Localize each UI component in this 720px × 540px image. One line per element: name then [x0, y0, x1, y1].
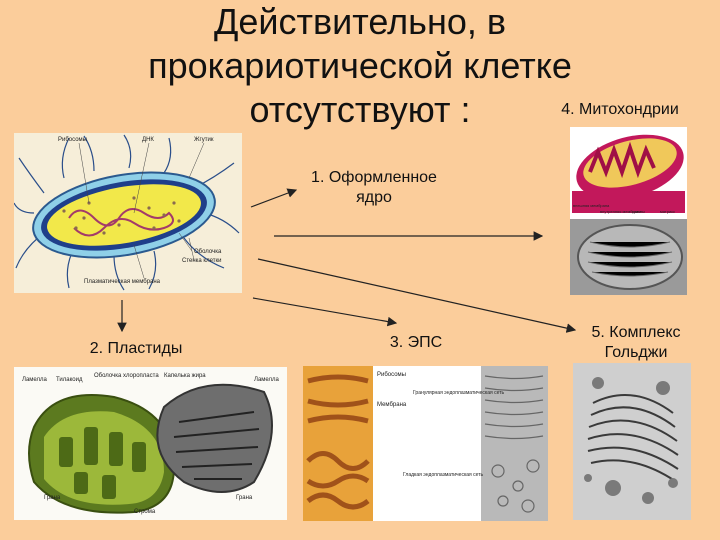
- arrow-to-golgi: [257, 258, 577, 333]
- label-eps: 3. ЭПС: [389, 334, 443, 351]
- plastid-label-envelope: Оболочка хлоропласта: [94, 373, 159, 379]
- label-golgi: 5. Комплекс Гольджи: [591, 324, 681, 361]
- mito-label-matrix: матрикс: [660, 209, 675, 214]
- title-line-3: отсутствуют :: [249, 89, 471, 130]
- plastid-label-thylakoid: Тилакоид: [56, 377, 83, 383]
- plastid-label-grana-1: Грана: [44, 495, 61, 501]
- mitochondria-image: внешняя мембрана внутренняя мембрана кри…: [570, 127, 687, 295]
- plastid-label-lamella-2: Ламелла: [254, 377, 280, 383]
- label-mito: 4. Митохондрии: [561, 101, 679, 118]
- eps-label-smooth: Гладкая эндоплазматическая сеть: [403, 472, 484, 478]
- plastid-label-stroma: Строма: [134, 509, 156, 515]
- label-plastids: 2. Пластиды: [89, 340, 183, 357]
- mito-label-outer: внешняя мембрана: [573, 203, 610, 208]
- golgi-image: [573, 363, 691, 520]
- bact-label-dna: ДНК: [142, 137, 154, 143]
- title-line-1: Действительно, в: [214, 1, 506, 42]
- title-line-2: прокариотической клетке: [148, 45, 572, 86]
- slide-title: Действительно, в прокариотической клетке…: [100, 0, 620, 132]
- eps-label-ribosomes: Рибосомы: [377, 372, 406, 378]
- bact-label-membrane: Плазматическая мембрана: [84, 279, 161, 285]
- mito-label-cristae: кристы: [632, 209, 645, 214]
- arrow-to-eps: [252, 297, 398, 327]
- bacterium-image: Рибосомы ДНК Жгутик Оболочка Стенка клет…: [14, 133, 242, 293]
- arrow-to-nucleus: [250, 188, 298, 208]
- plastid-label-droplet: Капелька жира: [164, 373, 206, 379]
- bact-label-flagellum: Жгутик: [194, 137, 214, 143]
- bact-label-ribosomes: Рибосомы: [58, 137, 87, 143]
- eps-label-membrane: Мембрана: [377, 402, 407, 408]
- label-nucleus: 1. Оформленное ядро: [311, 169, 437, 206]
- plastids-image: Ламелла Тилакоид Оболочка хлоропласта Ка…: [14, 367, 287, 520]
- plastid-label-grana-2: Грана: [236, 495, 253, 501]
- bact-label-capsule: Оболочка: [194, 249, 222, 255]
- mito-label-inner: внутренняя мембрана: [600, 209, 642, 214]
- eps-image: Рибосомы Мембрана Гранулярная эндоплазма…: [303, 366, 548, 521]
- bact-label-wall: Стенка клетки: [182, 258, 221, 264]
- plastid-label-lamella-1: Ламелла: [22, 377, 48, 383]
- eps-label-rough: Гранулярная эндоплазматическая сеть: [413, 390, 504, 396]
